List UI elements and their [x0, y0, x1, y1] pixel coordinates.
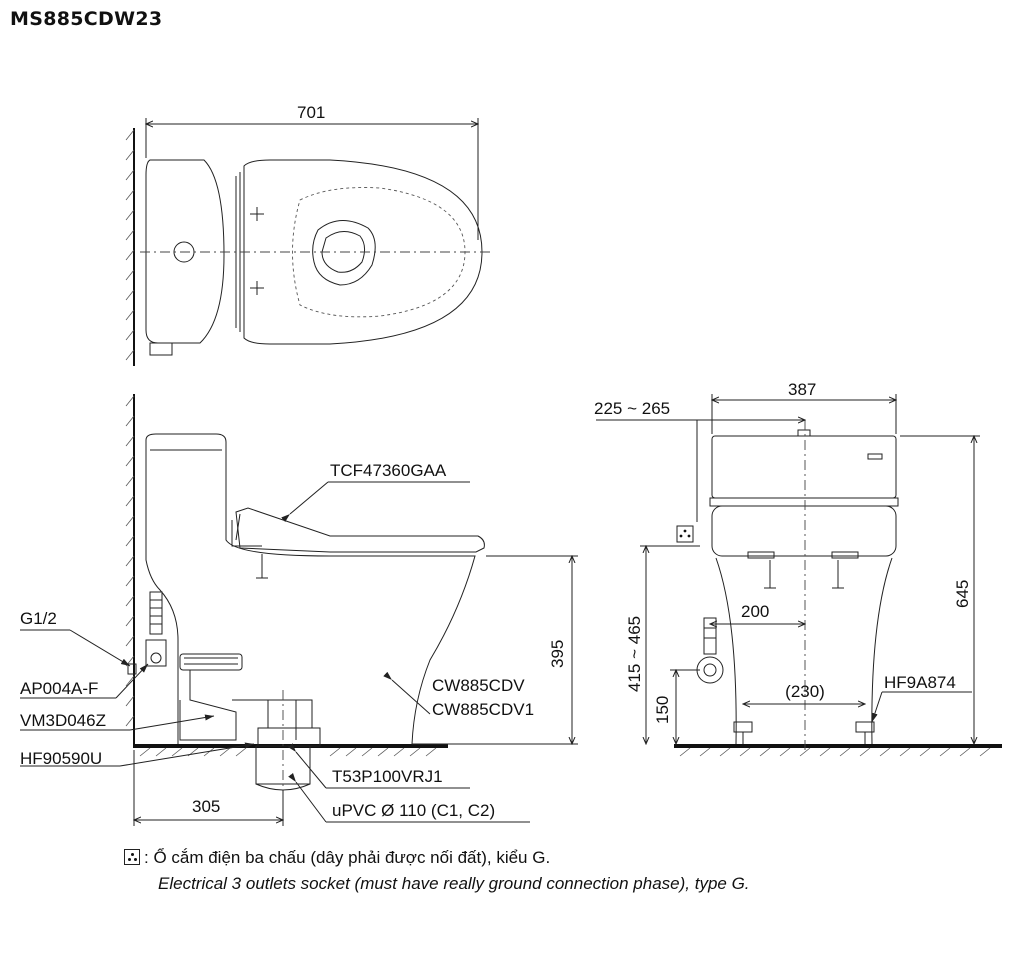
front-supply	[696, 617, 724, 684]
label-bolt: HF9A874	[884, 673, 956, 692]
front-bowl	[715, 557, 893, 745]
front-seat	[711, 505, 897, 557]
front-view: 387 225 ~ 265 645 415 ~ 465 150 200 (230…	[594, 380, 1002, 757]
label-thread: G1/2	[20, 609, 57, 628]
label-valve: AP004A-F	[20, 679, 98, 698]
dim-bolt-spacing: (230)	[785, 682, 825, 701]
socket-icon	[676, 525, 694, 543]
side-floor-hatch	[139, 747, 437, 757]
legend-text-en: Electrical 3 outlets socket (must have r…	[158, 874, 750, 893]
label-pipe-adapter: T53P100VRJ1	[332, 767, 443, 786]
side-body-back	[145, 440, 179, 744]
label-bowl-1: CW885CDV	[432, 676, 525, 695]
top-bowl-rim	[292, 187, 466, 318]
dim-offset: 200	[741, 602, 769, 621]
dim-rough-in: 305	[192, 797, 220, 816]
front-tank	[711, 435, 897, 499]
top-seat-hinge	[235, 172, 241, 332]
top-view: 701	[125, 103, 490, 366]
dim-top-width: 701	[297, 103, 325, 122]
side-body	[145, 433, 476, 745]
side-seat	[235, 507, 485, 553]
label-bowl-2: CW885CDV1	[432, 700, 534, 719]
top-bowl-outlet	[312, 220, 376, 286]
dim-socket-height: 415 ~ 465	[625, 616, 644, 692]
side-wall-hatch	[125, 395, 135, 727]
side-view: 395 305 TCF47360GAA G1/2 AP004A-F VM3D04…	[20, 394, 578, 826]
top-tank	[145, 159, 225, 344]
side-supply	[127, 591, 167, 675]
dim-supply-height: 150	[653, 696, 672, 724]
legend-text-vi: : Ổ cắm điện ba chấu (dây phải được nối …	[144, 848, 551, 867]
page-title: MS885CDW23	[10, 8, 163, 30]
label-hose: VM3D046Z	[20, 711, 106, 730]
side-drain	[179, 653, 321, 800]
socket-legend-icon	[124, 849, 140, 865]
top-valve	[149, 342, 173, 356]
label-flange: HF90590U	[20, 749, 102, 768]
legend-line-vi: : Ổ cắm điện ba chấu (dây phải được nối …	[124, 848, 750, 868]
dim-seat-height: 395	[548, 640, 567, 668]
dim-total-height: 645	[953, 580, 972, 608]
top-wall-hatch	[125, 129, 135, 361]
label-seat: TCF47360GAA	[330, 461, 447, 480]
label-pipe: uPVC Ø 110 (C1, C2)	[332, 801, 495, 820]
dim-outlet-range: 225 ~ 265	[594, 399, 670, 418]
dim-front-width: 387	[788, 380, 816, 399]
front-floor-hatch	[679, 747, 991, 757]
legend: : Ổ cắm điện ba chấu (dây phải được nối …	[124, 848, 750, 894]
